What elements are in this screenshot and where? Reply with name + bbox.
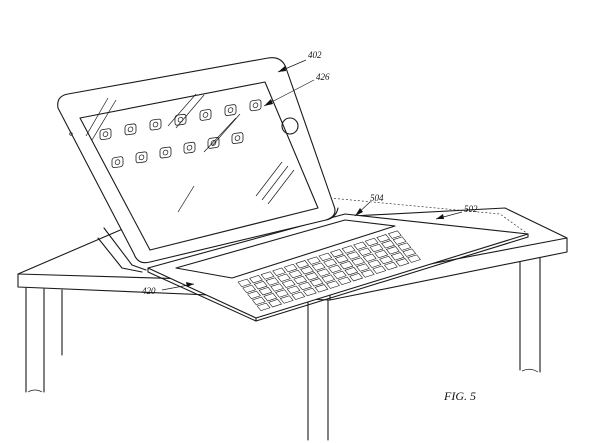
label-420: 420 — [142, 286, 156, 296]
app-icon — [225, 104, 236, 116]
label-502: 502 — [464, 204, 478, 214]
app-icon — [150, 119, 161, 131]
label-426: 426 — [316, 72, 330, 82]
app-icon — [232, 132, 243, 144]
app-icon — [200, 109, 211, 121]
figure-caption: FIG. 5 — [443, 389, 476, 403]
app-icon — [208, 137, 219, 149]
app-icon — [160, 147, 171, 159]
app-icon — [250, 100, 261, 112]
app-icon — [136, 152, 147, 164]
app-icon — [100, 128, 111, 140]
app-icon — [112, 156, 123, 168]
label-402: 402 — [308, 50, 322, 60]
app-icon — [125, 124, 136, 136]
label-504: 504 — [370, 193, 384, 203]
app-icon — [184, 142, 195, 154]
